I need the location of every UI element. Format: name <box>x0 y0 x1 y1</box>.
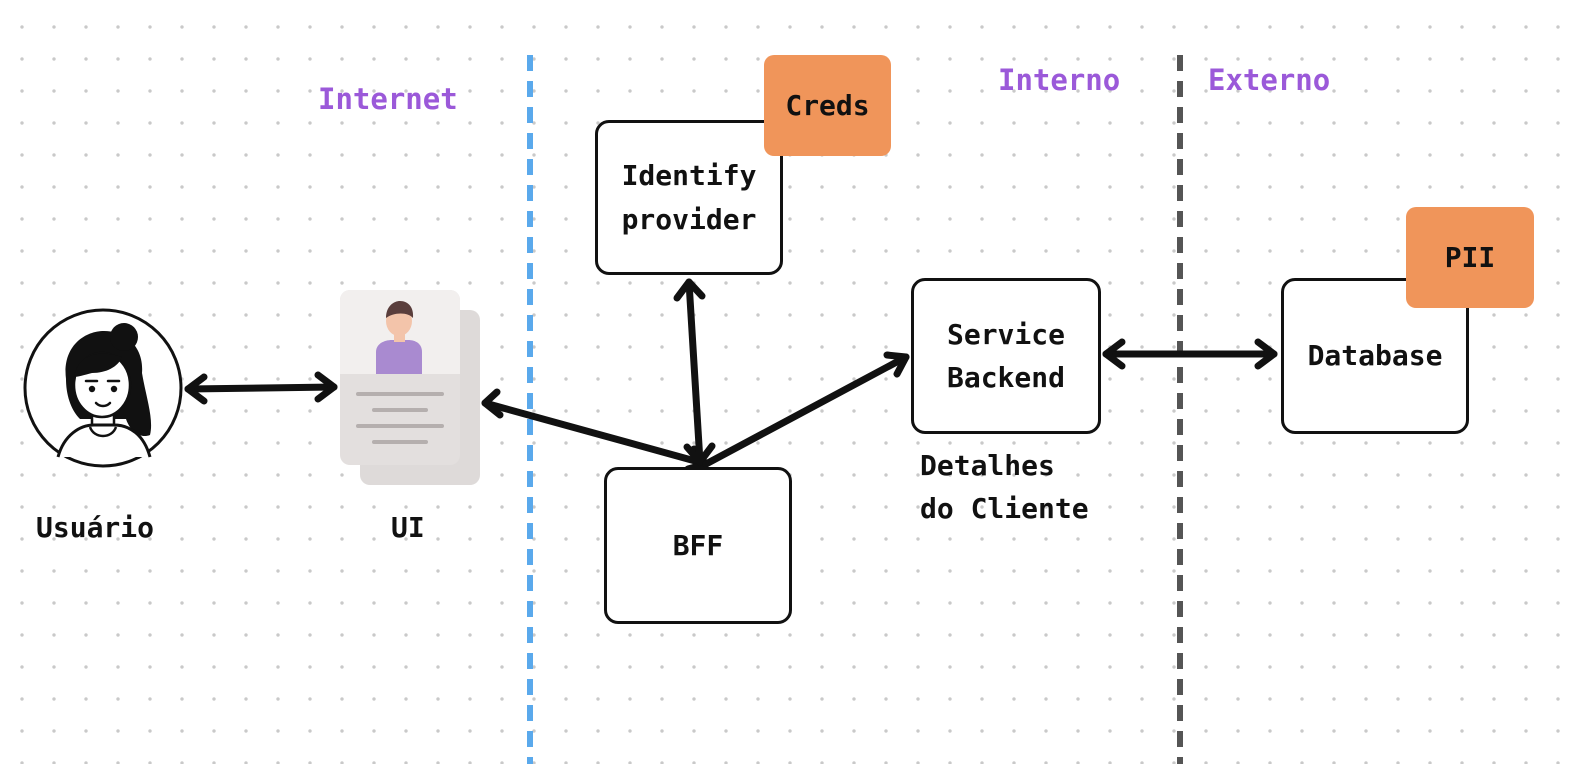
arrow-bff-backend-head <box>883 351 910 378</box>
arrow-user-ui <box>184 383 338 393</box>
arrow-idp-bff-head-bff <box>683 442 716 466</box>
zone-label-interno: Interno <box>998 63 1121 97</box>
service-backend-node: Service Backend <box>911 278 1101 434</box>
usuario-caption: Usuário <box>36 511 155 544</box>
arrow-ui-bff-head-ui <box>481 388 504 419</box>
arrow-idp-bff-head-idp <box>673 278 706 302</box>
profile-card-icon <box>338 288 482 488</box>
zone-label-externo: Externo <box>1208 63 1331 97</box>
detalhes-caption: Detalhes do Cliente <box>920 449 1089 526</box>
pii-tag: PII <box>1406 207 1534 308</box>
arrow-user-ui-head-right <box>314 371 338 403</box>
identity-provider-node: Identify provider <box>595 120 783 275</box>
ui-caption: UI <box>391 511 425 544</box>
user-avatar-icon <box>22 307 184 469</box>
arrow-bff-backend <box>702 353 910 468</box>
bff-node: BFF <box>604 467 792 624</box>
arrow-ui-bff <box>481 399 710 468</box>
arrow-user-ui-head-left <box>184 373 208 405</box>
arrow-backend-database-head-left <box>1102 338 1126 370</box>
creds-tag: Creds <box>764 55 891 156</box>
database-node: Database <box>1281 278 1469 434</box>
arrow-backend-database-head-right <box>1254 338 1278 370</box>
arrow-idp-bff <box>685 278 704 466</box>
zone-label-internet: Internet <box>318 82 458 116</box>
